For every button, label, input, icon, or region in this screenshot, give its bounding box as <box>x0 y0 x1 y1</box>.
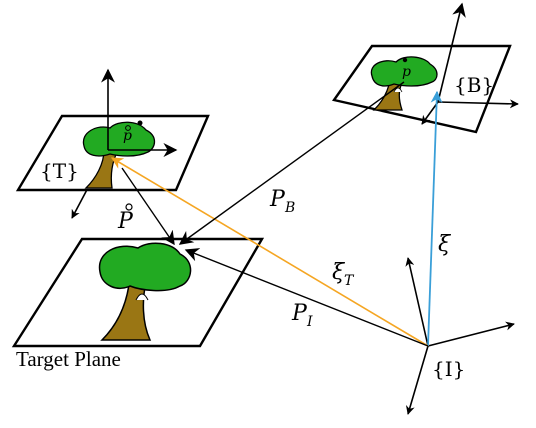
frame-T-tree-image <box>82 120 156 189</box>
P-B-vector <box>178 81 405 245</box>
P-B-label-main: P <box>269 187 286 212</box>
P-B-label: P B <box>269 187 295 216</box>
frame-B-tree-fork <box>393 87 403 93</box>
xi-T-label-main: ξ <box>332 260 346 285</box>
P-B-label-subscript: B <box>284 200 295 216</box>
frame-I-axis-up <box>405 257 429 347</box>
frame-B: {B} p <box>331 2 519 134</box>
target-tree-fork <box>135 293 149 301</box>
frame-B-axis-down <box>421 101 439 125</box>
P-ring-label-main: P <box>117 209 134 234</box>
frame-I-axis-down <box>405 345 429 415</box>
frame-I-axis-right <box>427 321 515 347</box>
xi-vector <box>427 90 443 347</box>
xi-T-label-subscript: T <box>344 273 355 289</box>
target-tree-foliage <box>98 242 192 292</box>
frame-B-point-label: p <box>402 64 411 80</box>
target-plane <box>11 237 265 348</box>
frame-T-label: {T} <box>40 159 79 183</box>
target-plane-caption: Target Plane <box>16 347 121 371</box>
frame-T-tree-foliage <box>82 121 156 157</box>
frame-B-tree-foliage <box>370 56 438 87</box>
target-tree-image <box>98 242 192 341</box>
P-ring-label-ring <box>125 203 133 211</box>
frame-T-point-marker <box>137 120 143 126</box>
P-I-label: P I <box>291 301 313 330</box>
frame-B-axis-right <box>437 99 519 109</box>
P-I-label-subscript: I <box>306 314 313 330</box>
frame-T-point-label-ring <box>125 125 131 131</box>
P-ring-label: P <box>117 203 134 234</box>
P-I-label-main: P <box>291 301 308 326</box>
P-I-vector <box>184 248 429 347</box>
xi-label: ξ <box>438 232 452 257</box>
frame-B-label: {B} <box>454 73 494 97</box>
xi-T-label: ξ T <box>332 260 355 289</box>
P-ring-vector <box>121 167 175 246</box>
frame-T: {T} p <box>15 68 210 219</box>
frame-I-label: {I} <box>432 357 465 381</box>
frame-I: {I} <box>405 257 515 415</box>
frame-B-axis-up <box>437 2 466 103</box>
frame-T-point-label: p <box>123 128 132 144</box>
frame-B-point-marker <box>402 57 408 63</box>
xi-T-vector <box>110 157 429 347</box>
